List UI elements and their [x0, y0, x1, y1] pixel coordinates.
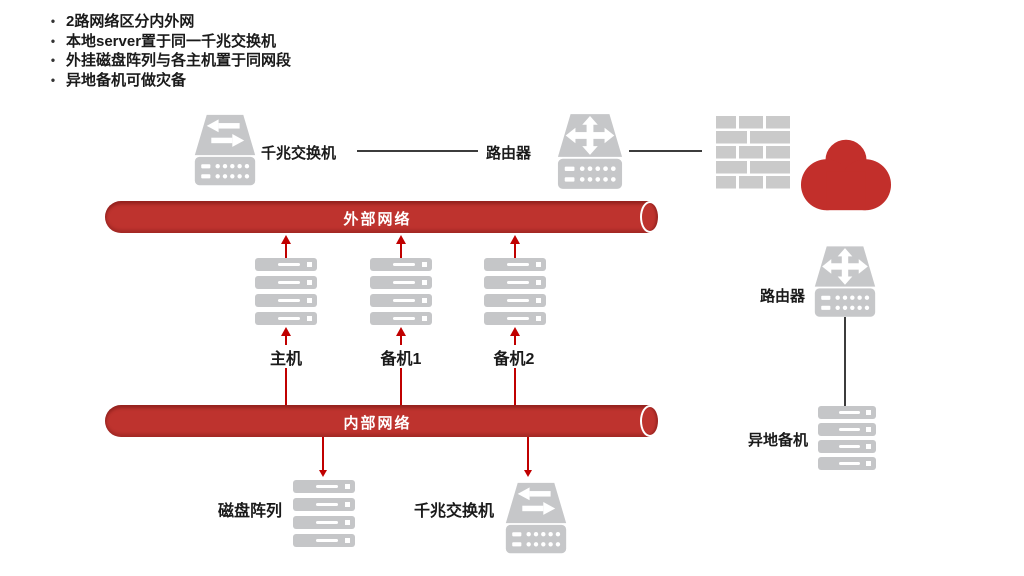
connector-backup1-internal	[400, 368, 402, 405]
bottom-switch-label: 千兆交换机	[413, 503, 494, 520]
bullet-item: • 本地server置于同一千兆交换机	[40, 32, 291, 52]
offsite-backup-label: 异地备机	[747, 432, 808, 449]
arrow-down	[319, 470, 327, 477]
backup1-label: 备机1	[380, 351, 422, 368]
server-unit	[255, 276, 317, 289]
internet-cloud-icon	[800, 133, 892, 213]
bullet-list: • 2路网络区分内外网 • 本地server置于同一千兆交换机 • 外挂磁盘阵列与各主…	[40, 12, 291, 90]
server-stack-backup1	[370, 258, 432, 325]
offsite-backup-stack	[818, 406, 876, 470]
server-unit	[255, 258, 317, 271]
bullet-marker: •	[50, 14, 56, 28]
connector-label-backup2	[514, 336, 516, 345]
connector-host-external	[285, 244, 287, 258]
bullet-marker: •	[50, 33, 56, 48]
arrow-down	[524, 470, 532, 477]
arrow-up	[281, 235, 291, 244]
server-unit	[370, 276, 432, 289]
bullet-marker: •	[50, 53, 56, 67]
bullet-text: 2路网络区分内外网	[66, 13, 195, 30]
server-unit	[293, 516, 355, 529]
server-unit	[255, 294, 317, 307]
connector-backup2-external	[514, 244, 516, 258]
router-icon	[556, 112, 624, 192]
connector-router-offsite	[844, 317, 846, 406]
server-unit	[370, 294, 432, 307]
connector-router-firewall	[629, 150, 702, 152]
disk-array-stack	[293, 480, 355, 547]
disk-array-label: 磁盘阵列	[217, 503, 282, 520]
server-unit	[484, 258, 546, 271]
external-network-label: 外部网络	[343, 211, 412, 228]
arrow-up	[510, 327, 520, 336]
connector-backup1-external	[400, 244, 402, 258]
server-unit	[293, 534, 355, 547]
server-unit	[818, 457, 876, 470]
connector-switch-router	[357, 150, 478, 152]
backup2-label: 备机2	[493, 351, 535, 368]
bullet-text: 本地server置于同一千兆交换机	[66, 32, 277, 50]
host-label: 主机	[269, 351, 302, 368]
router-label: 路由器	[486, 145, 532, 162]
connector-label-host	[285, 336, 287, 345]
internal-network-pipe: 内部网络	[105, 405, 660, 437]
server-unit	[818, 423, 876, 436]
server-unit	[818, 406, 876, 419]
server-unit	[370, 312, 432, 325]
remote-router-label: 路由器	[759, 288, 805, 305]
bullet-item: • 异地备机可做灾备	[40, 71, 291, 91]
arrow-up	[510, 235, 520, 244]
connector-internal-switch	[527, 437, 529, 470]
arrow-up	[396, 235, 406, 244]
bullet-text: 外挂磁盘阵列与各主机置于同网段	[66, 52, 292, 69]
server-stack-host	[255, 258, 317, 325]
pipe-end-cap	[640, 201, 660, 233]
server-unit	[293, 480, 355, 493]
pipe-end-cap	[640, 405, 660, 437]
connector-backup2-internal	[514, 368, 516, 405]
internal-network-label: 内部网络	[343, 415, 412, 432]
connector-internal-diskarray	[322, 437, 324, 470]
bullet-item: • 外挂磁盘阵列与各主机置于同网段	[40, 51, 291, 71]
connector-label-backup1	[400, 336, 402, 345]
connector-host-internal	[285, 368, 287, 405]
server-unit	[293, 498, 355, 511]
bullet-item: • 2路网络区分内外网	[40, 12, 291, 32]
gigabit-switch-icon	[504, 479, 568, 558]
bullet-text: 异地备机可做灾备	[66, 71, 187, 89]
external-network-pipe: 外部网络	[105, 201, 660, 233]
server-unit	[370, 258, 432, 271]
bullet-marker: •	[50, 72, 56, 87]
server-unit	[484, 312, 546, 325]
server-unit	[255, 312, 317, 325]
server-unit	[818, 440, 876, 453]
server-unit	[484, 276, 546, 289]
server-unit	[484, 294, 546, 307]
arrow-up	[396, 327, 406, 336]
gigabit-switch-icon	[193, 111, 257, 190]
gigabit-switch-label: 千兆交换机	[261, 145, 337, 162]
firewall-icon	[716, 116, 790, 189]
server-stack-backup2	[484, 258, 546, 325]
router-icon	[813, 245, 877, 319]
arrow-up	[281, 327, 291, 336]
